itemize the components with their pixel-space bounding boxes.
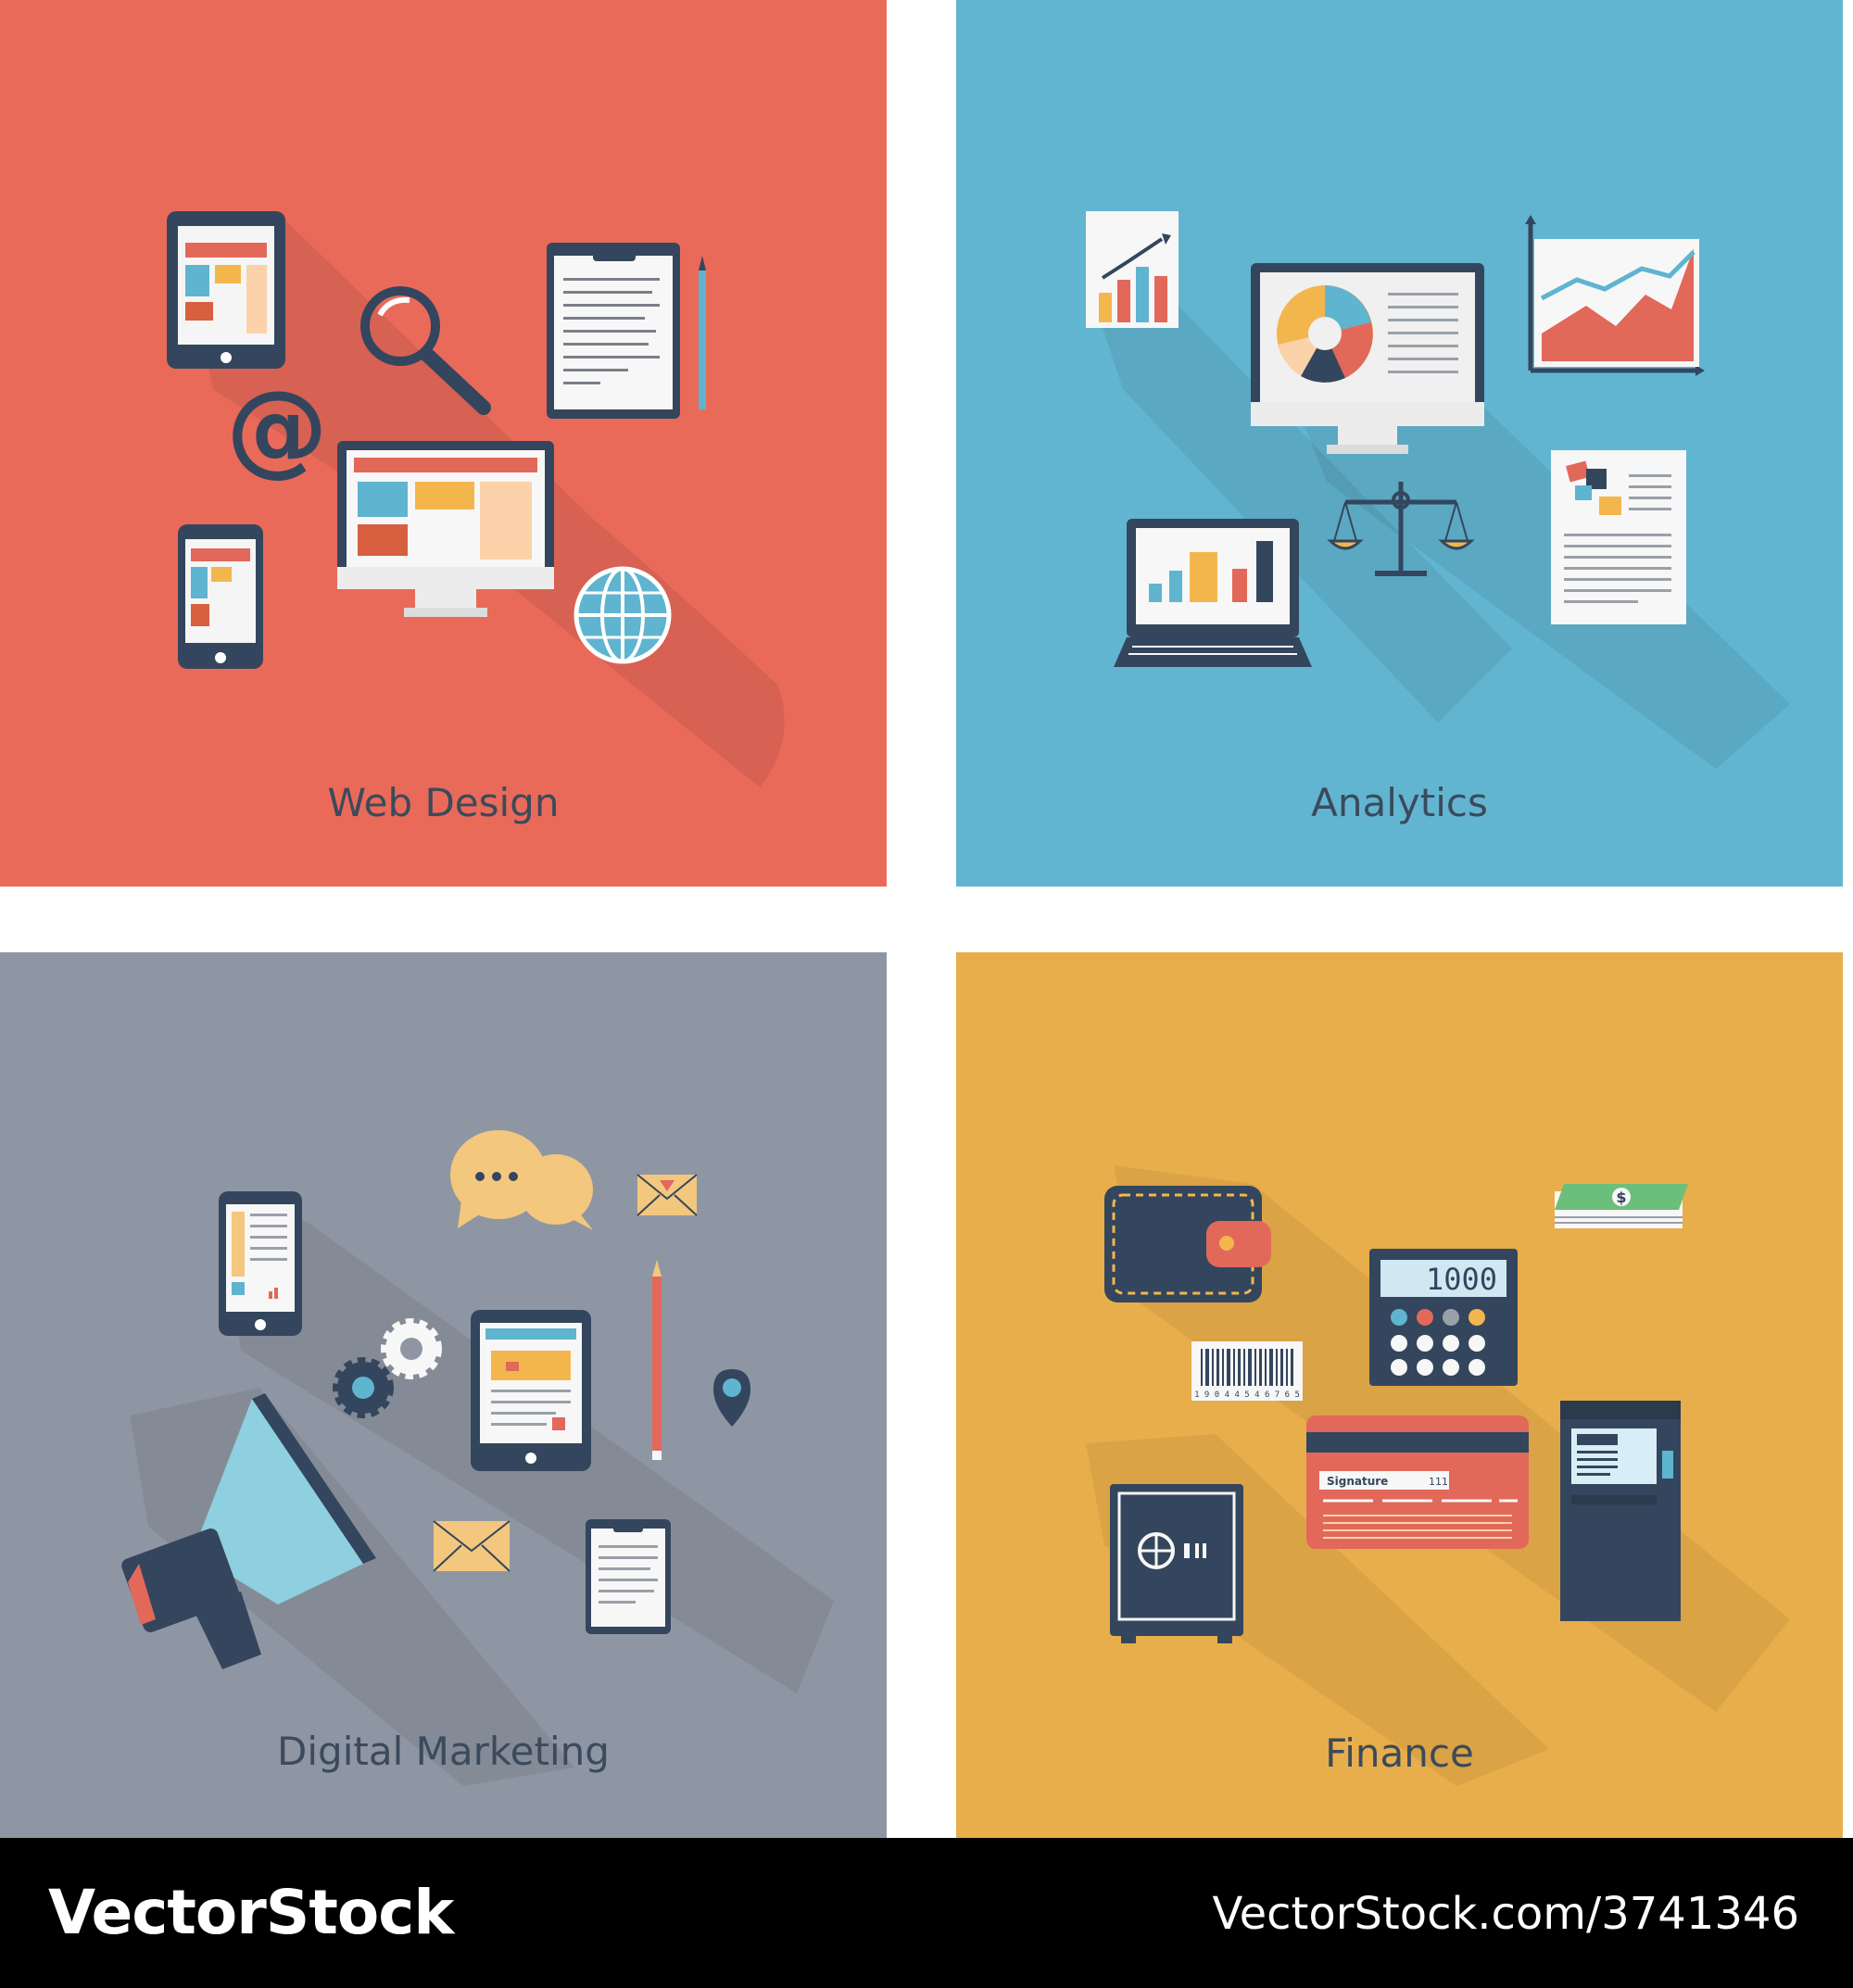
- report-document-icon: [1551, 450, 1686, 624]
- globe-icon: [574, 566, 672, 664]
- analytics-caption: Analytics: [1311, 780, 1488, 825]
- envelope-icon: [637, 1174, 698, 1216]
- finance-illustration: 1000 $ 1: [1086, 1165, 1790, 1786]
- wallet-icon: [1104, 1186, 1271, 1302]
- finance-panel: 1000 $ 1: [956, 952, 1843, 1839]
- image-url: VectorStock.com/3741346: [1212, 1888, 1799, 1940]
- desktop-monitor-icon: [337, 441, 554, 617]
- digital-marketing-caption: Digital Marketing: [277, 1729, 610, 1774]
- laptop-bar-chart-icon: [1114, 519, 1312, 667]
- pie-chart-monitor-icon: [1251, 263, 1484, 454]
- analytics-illustration: [1086, 211, 1790, 769]
- smartphone-icon: [178, 524, 263, 669]
- brand-logo: VectorStock: [48, 1877, 454, 1948]
- web-design-panel: @: [0, 0, 887, 887]
- area-chart-icon: [1525, 215, 1705, 376]
- barcode-icon: 1 9 0 4 4 5 4 6 7 6 5: [1191, 1341, 1303, 1401]
- card-signature-label: Signature: [1327, 1475, 1388, 1488]
- tablet-icon: [167, 211, 285, 369]
- digital-marketing-illustration: [121, 1130, 834, 1786]
- gears-icon: [333, 1318, 442, 1418]
- at-sign-icon: @: [226, 369, 328, 487]
- web-design-illustration: @: [167, 211, 785, 787]
- card-code: 111: [1429, 1476, 1448, 1488]
- watermark-footer: VectorStock VectorStock.com/3741346: [0, 1838, 1853, 1988]
- atm-icon: [1560, 1401, 1681, 1621]
- calculator-display: 1000: [1426, 1262, 1497, 1297]
- envelope-icon: [433, 1520, 511, 1572]
- safe-icon: [1110, 1484, 1243, 1643]
- calculator-icon: 1000: [1369, 1249, 1518, 1386]
- chat-bubbles-icon: [450, 1130, 593, 1230]
- magnifier-icon: [360, 286, 491, 415]
- growth-chart-icon: [1086, 211, 1179, 328]
- map-pin-icon: [713, 1369, 750, 1427]
- analytics-panel: Analytics: [956, 0, 1843, 887]
- smartphone-icon: [219, 1191, 302, 1336]
- barcode-number: 1 9 0 4 4 5 4 6 7 6 5: [1194, 1390, 1300, 1400]
- megaphone-icon: [121, 1393, 376, 1669]
- finance-caption: Finance: [1325, 1730, 1474, 1776]
- cash-stack-icon: $: [1555, 1184, 1688, 1228]
- svg-text:@: @: [226, 369, 328, 487]
- digital-marketing-panel: Digital Marketing: [0, 952, 887, 1839]
- pencil-icon: [699, 256, 706, 409]
- clipboard-icon: [547, 243, 680, 419]
- web-design-caption: Web Design: [327, 780, 560, 825]
- money-symbol: $: [1616, 1189, 1626, 1206]
- clipboard-icon: [586, 1519, 671, 1634]
- tablet-icon: [471, 1310, 591, 1471]
- credit-card-icon: Signature 111: [1306, 1416, 1529, 1549]
- balance-scale-icon: [1327, 482, 1475, 576]
- pencil-icon: [652, 1260, 662, 1460]
